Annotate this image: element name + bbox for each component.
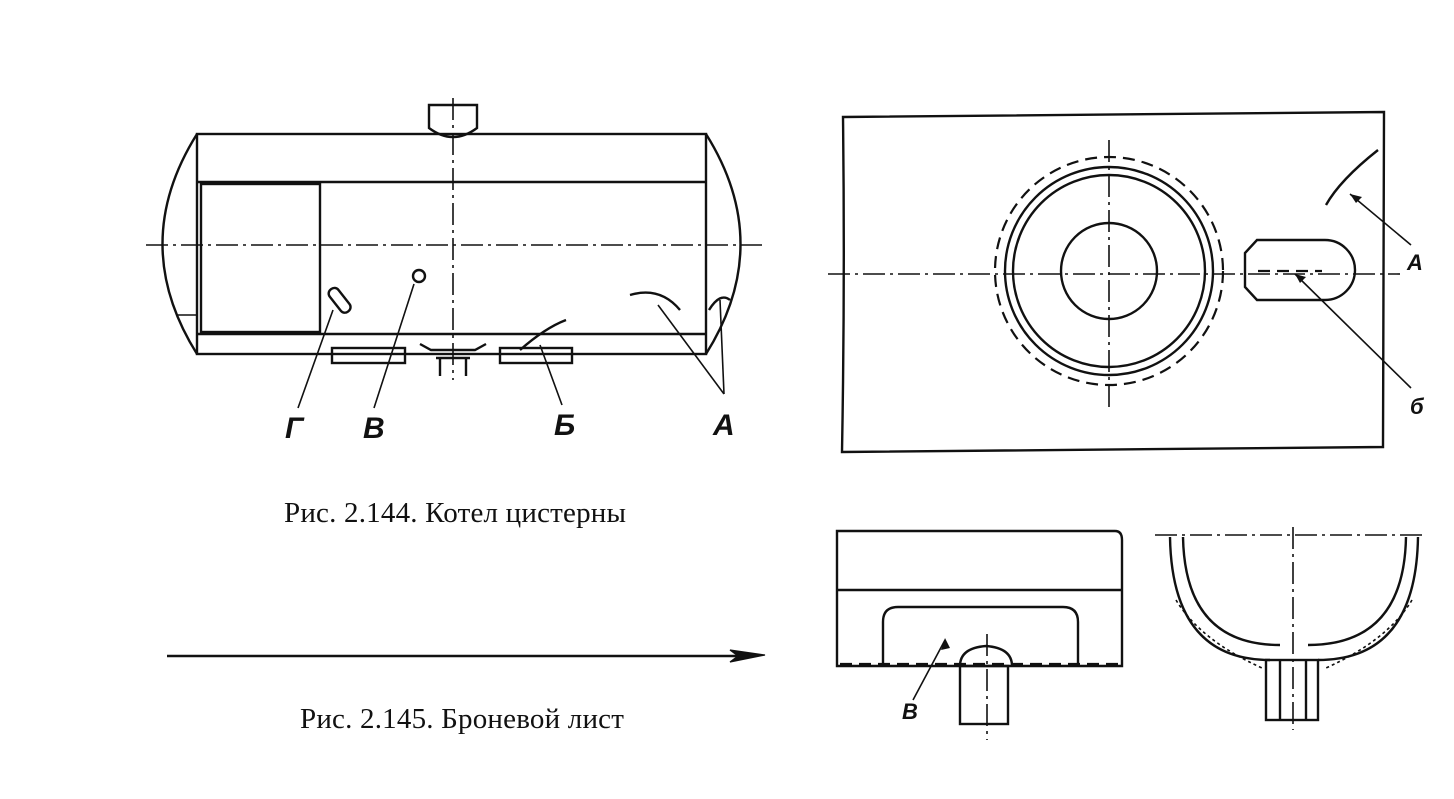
defect-a-crack-1	[629, 291, 681, 311]
tank-boiler-drawing: Г В Б А	[146, 98, 762, 445]
label-b: Б	[554, 409, 575, 442]
defect-b-crack	[519, 318, 567, 351]
tank-dome	[427, 103, 479, 139]
armor-sheet-section	[1155, 527, 1425, 730]
armor-sheet-plan: А б	[828, 110, 1425, 454]
defect-v-hole	[411, 268, 427, 284]
armor-sheet-outline	[840, 110, 1386, 454]
transition-arrow	[167, 649, 766, 663]
bottom-pad-right	[498, 346, 574, 365]
defect-a-crack-2	[707, 296, 731, 311]
figure-145-caption: Рис. 2.145. Броневой лист	[300, 703, 625, 735]
label-v: В	[363, 412, 385, 445]
tank-left-head	[161, 133, 199, 355]
label-plan-a: А	[1406, 250, 1423, 275]
tank-right-head	[704, 133, 742, 355]
side-pipe	[958, 664, 1010, 726]
plan-crack-a	[1324, 149, 1379, 206]
tank-shell	[195, 132, 708, 356]
defect-g-slot	[327, 286, 352, 314]
armor-sheet-side-view: В	[835, 529, 1124, 740]
label-side-v: В	[902, 699, 918, 724]
bottom-pad-left	[330, 346, 407, 365]
label-plan-b: б	[1410, 394, 1425, 419]
oblong-slot	[1243, 238, 1357, 302]
section-pipe	[1264, 658, 1320, 722]
label-g: Г	[285, 412, 305, 445]
label-a: А	[712, 409, 735, 442]
figure-144-caption: Рис. 2.144. Котел цистерны	[284, 497, 627, 529]
